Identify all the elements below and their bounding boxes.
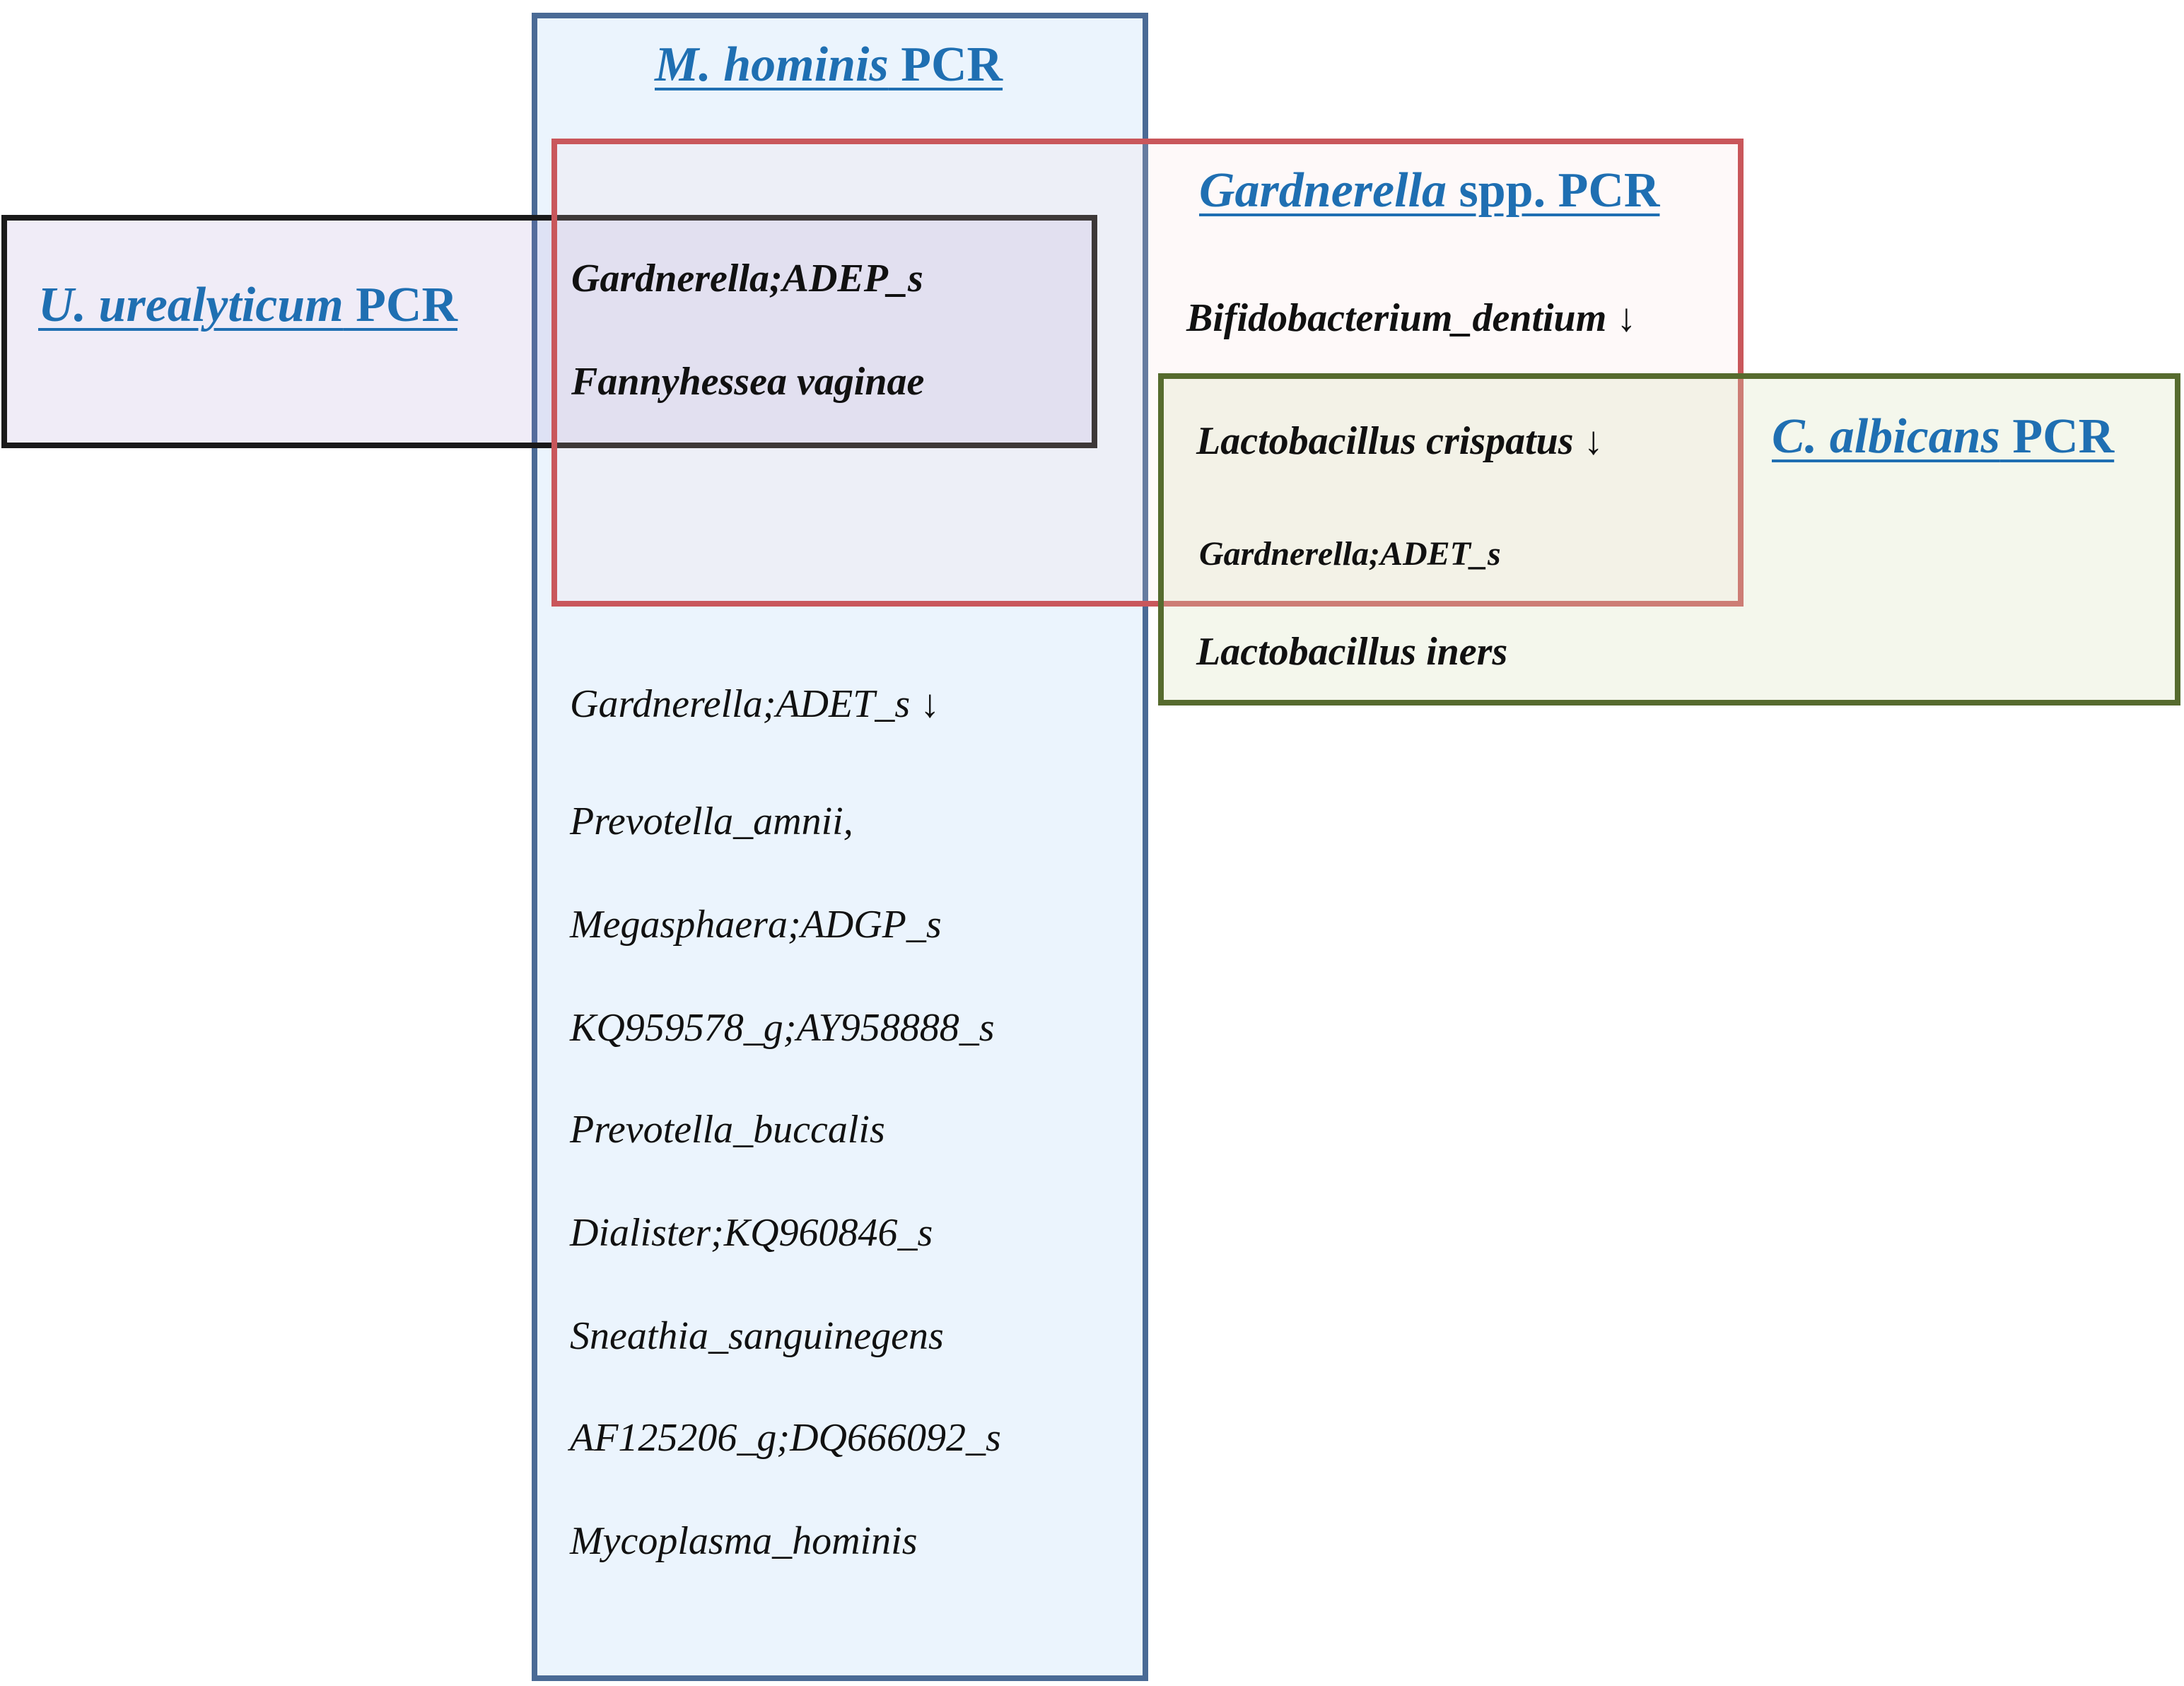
taxon-label: Gardnerella;ADET_s ↓ xyxy=(570,682,940,726)
taxon-label: Mycoplasma_hominis xyxy=(570,1519,918,1563)
u-urealyticum-title: U. urealyticum PCR xyxy=(38,278,458,332)
m-hominis-title: M. hominis PCR xyxy=(655,37,1003,92)
taxon-label: Fannyhessea vaginae xyxy=(571,360,925,404)
taxon-label: Prevotella_amnii, xyxy=(570,800,853,843)
m-hominis-set-box xyxy=(532,13,1148,1681)
decrease-arrow-icon: ↓ xyxy=(1616,296,1637,340)
u-urealyticum-set-box xyxy=(1,215,1097,448)
taxon-label: KQ959578_g;AY958888_s xyxy=(570,1006,995,1050)
taxon-label: Lactobacillus iners xyxy=(1196,630,1508,674)
taxon-label: Prevotella_buccalis xyxy=(570,1108,885,1152)
taxon-label: Megasphaera;ADGP_s xyxy=(570,903,942,947)
decrease-arrow-icon: ↓ xyxy=(920,682,940,726)
taxon-label: AF125206_g;DQ666092_s xyxy=(570,1416,1001,1460)
c-albicans-title: C. albicans PCR xyxy=(1772,409,2115,464)
taxon-label: Bifidobacterium_dentium ↓ xyxy=(1186,296,1637,340)
taxon-label: Gardnerella;ADEP_s xyxy=(571,257,923,300)
gardnerella-title: Gardnerella spp. PCR xyxy=(1199,163,1660,218)
c-albicans-set-box xyxy=(1158,373,2180,706)
gardnerella-set-box xyxy=(551,139,1744,607)
taxon-label: Dialister;KQ960846_s xyxy=(570,1211,933,1255)
taxon-label: Gardnerella;ADET_s xyxy=(1199,535,1501,573)
decrease-arrow-icon: ↓ xyxy=(1583,419,1604,463)
taxon-label: Sneathia_sanguinegens xyxy=(570,1314,944,1358)
taxon-label: Lactobacillus crispatus ↓ xyxy=(1196,419,1604,463)
